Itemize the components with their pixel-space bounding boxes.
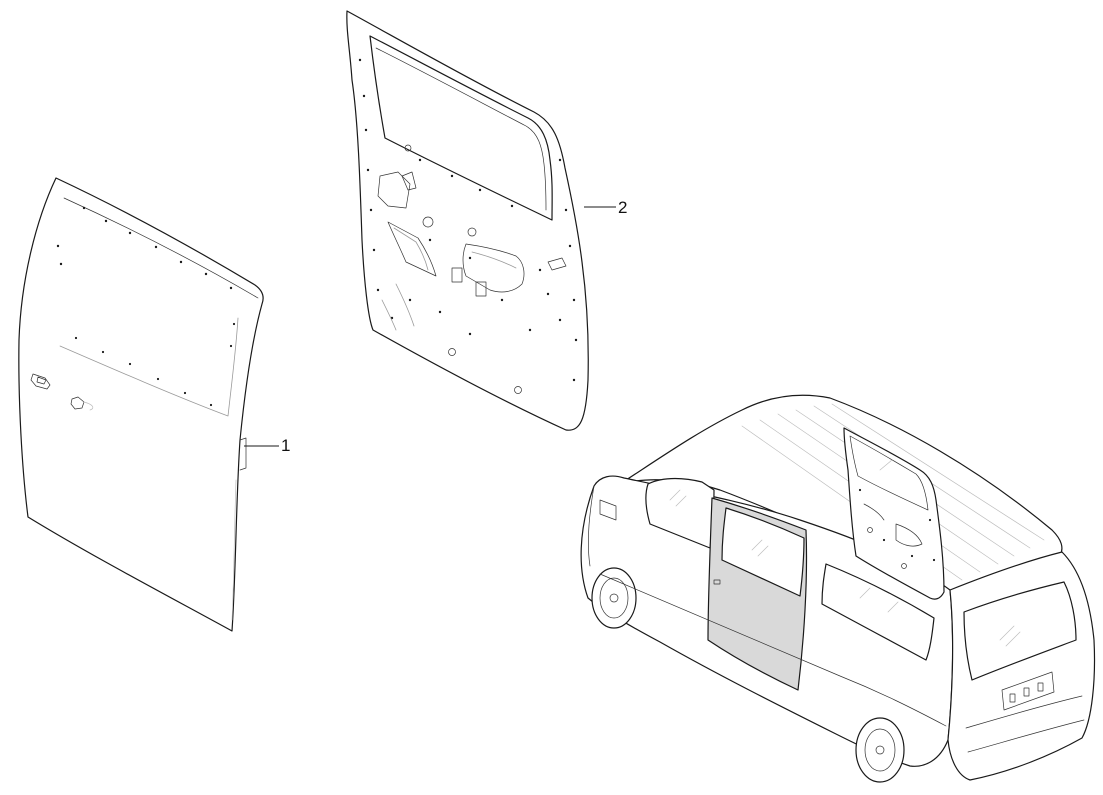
door-outer-panel [18, 177, 264, 632]
callout-1: 1 [244, 436, 290, 455]
callout-2: 2 [584, 198, 627, 217]
callout-label-2: 2 [618, 198, 627, 217]
callout-label-1: 1 [281, 436, 290, 455]
door-inner-frame [346, 10, 589, 431]
van-locator-illustration [580, 394, 1096, 783]
